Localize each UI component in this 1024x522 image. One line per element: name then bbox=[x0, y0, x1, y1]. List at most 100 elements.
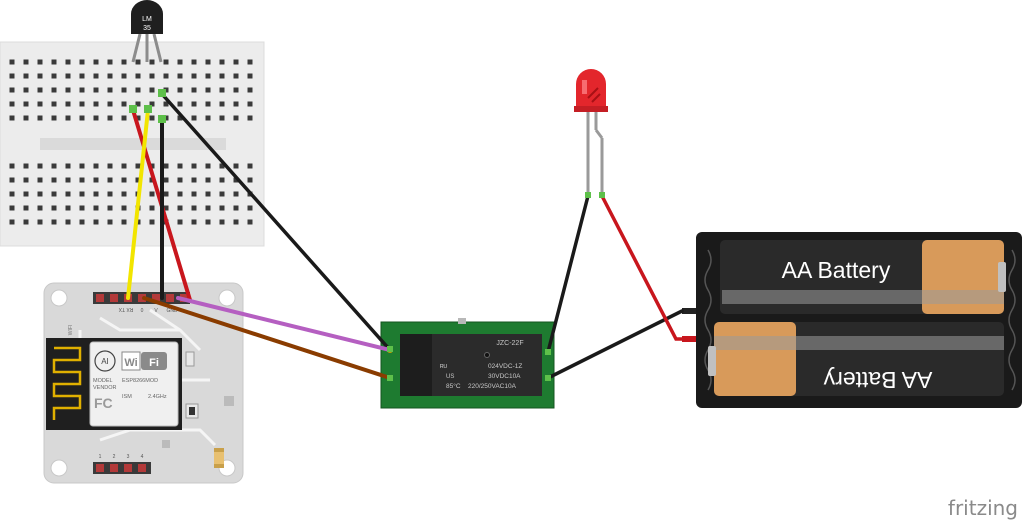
breadboard-hole bbox=[205, 59, 211, 65]
breadboard-hole bbox=[37, 191, 43, 197]
breadboard-hole bbox=[93, 177, 99, 183]
antenna-pcb bbox=[46, 338, 88, 430]
wifi-logo-wi: Wi bbox=[124, 357, 137, 369]
breadboard-hole bbox=[93, 101, 99, 107]
battery-top: AA Battery bbox=[720, 240, 1006, 314]
breadboard-hole bbox=[149, 163, 155, 169]
relay-spec-1: 024VDC-1Z bbox=[488, 363, 522, 370]
wifi-logo-fi: Fi bbox=[149, 357, 159, 369]
breadboard-hole bbox=[93, 191, 99, 197]
esp-shield: AI Wi Fi MODEL VENDOR ESP8266MOD FC ISM … bbox=[86, 338, 182, 430]
breadboard-hole bbox=[37, 101, 43, 107]
breadboard-hole bbox=[93, 219, 99, 225]
breadboard-hole bbox=[233, 115, 239, 121]
header-pin bbox=[96, 464, 104, 472]
breadboard-hole bbox=[65, 59, 71, 65]
breadboard-hole bbox=[37, 177, 43, 183]
breadboard-hole bbox=[65, 115, 71, 121]
breadboard-hole bbox=[205, 73, 211, 79]
breadboard-hole bbox=[65, 73, 71, 79]
breadboard-hole bbox=[149, 191, 155, 197]
wires bbox=[126, 89, 684, 381]
breadboard-hole bbox=[79, 163, 85, 169]
breadboard-hole bbox=[247, 115, 253, 121]
breadboard-hole bbox=[177, 59, 183, 65]
fc-mark: FC bbox=[94, 395, 113, 411]
breadboard-hole bbox=[93, 115, 99, 121]
breadboard-hole bbox=[9, 87, 15, 93]
breadboard-hole bbox=[233, 59, 239, 65]
ul-mark: ᴿᵁ bbox=[440, 363, 448, 372]
header-pin bbox=[166, 294, 174, 302]
breadboard-hole bbox=[121, 163, 127, 169]
breadboard-hole bbox=[79, 73, 85, 79]
breadboard-hole bbox=[51, 163, 57, 169]
breadboard-hole bbox=[51, 115, 57, 121]
breadboard-hole bbox=[107, 163, 113, 169]
breadboard-hole bbox=[65, 87, 71, 93]
breadboard-hole bbox=[9, 101, 15, 107]
wire-purple-signal bbox=[176, 296, 392, 352]
breadboard-hole bbox=[37, 87, 43, 93]
pin-label-gnd: GND bbox=[166, 308, 178, 314]
breadboard-hole bbox=[79, 191, 85, 197]
breadboard-hole bbox=[107, 219, 113, 225]
sensor-label-1: LM bbox=[142, 16, 152, 23]
breadboard-hole bbox=[37, 205, 43, 211]
breadboard-hole bbox=[51, 177, 57, 183]
breadboard-hole bbox=[93, 163, 99, 169]
battery-bottom: AA Battery bbox=[708, 322, 1004, 396]
breadboard-hole bbox=[149, 101, 155, 107]
breadboard-hole bbox=[191, 73, 197, 79]
svg-text:AI: AI bbox=[101, 357, 109, 366]
pin-label-2: 2 bbox=[113, 454, 116, 460]
breadboard-hole bbox=[23, 177, 29, 183]
bottom-header bbox=[93, 462, 151, 474]
breadboard-hole bbox=[191, 205, 197, 211]
breadboard-hole bbox=[9, 177, 15, 183]
breadboard-hole bbox=[149, 59, 155, 65]
breadboard-hole bbox=[135, 59, 141, 65]
breadboard-hole bbox=[65, 101, 71, 107]
breadboard-hole bbox=[149, 205, 155, 211]
breadboard-hole bbox=[107, 73, 113, 79]
relay-us: US bbox=[446, 374, 454, 380]
breadboard-hole bbox=[191, 219, 197, 225]
breadboard-hole bbox=[23, 205, 29, 211]
breadboard-hole bbox=[51, 191, 57, 197]
top-header bbox=[93, 292, 190, 304]
breadboard-hole bbox=[107, 59, 113, 65]
pin-label-v: V bbox=[154, 308, 158, 314]
breadboard-hole bbox=[79, 115, 85, 121]
breadboard-hole bbox=[23, 191, 29, 197]
breadboard-hole bbox=[219, 115, 225, 121]
breadboard-hole bbox=[9, 59, 15, 65]
breadboard-hole bbox=[23, 87, 29, 93]
wire-black-led bbox=[546, 194, 590, 354]
breadboard-hole bbox=[219, 205, 225, 211]
breadboard-hole bbox=[233, 191, 239, 197]
smd-component bbox=[185, 351, 195, 367]
breadboard-hole bbox=[37, 219, 43, 225]
sensor-label-2: 35 bbox=[143, 25, 151, 32]
breadboard-hole bbox=[121, 59, 127, 65]
vendor-logo bbox=[94, 350, 116, 372]
breadboard-hole bbox=[205, 191, 211, 197]
breadboard-hole bbox=[37, 163, 43, 169]
breadboard-hole bbox=[219, 87, 225, 93]
pin-label-1: 1 bbox=[99, 454, 102, 460]
breadboard-hole bbox=[135, 115, 141, 121]
esp-wifi-module: RX TX 0 V GND 1 2 3 4 WIFI AI Wi bbox=[43, 282, 244, 484]
breadboard-hole bbox=[79, 87, 85, 93]
breadboard-hole bbox=[233, 73, 239, 79]
wire-brown-power bbox=[142, 296, 392, 380]
breadboard-hole bbox=[177, 177, 183, 183]
breadboard-hole bbox=[247, 219, 253, 225]
breadboard bbox=[0, 41, 265, 247]
breadboard-hole bbox=[177, 73, 183, 79]
breadboard-hole bbox=[79, 219, 85, 225]
breadboard-hole bbox=[149, 115, 155, 121]
header-pin bbox=[110, 294, 118, 302]
breadboard-hole bbox=[247, 163, 253, 169]
